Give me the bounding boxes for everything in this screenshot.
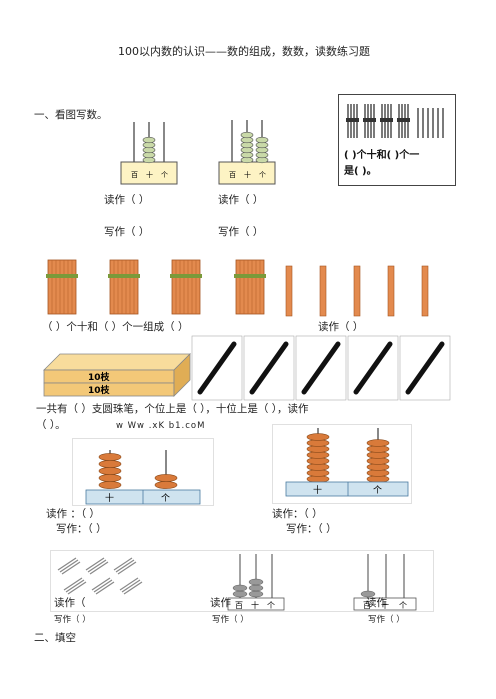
bottom-mid-write-blank[interactable]: 写作（ ） bbox=[212, 615, 249, 625]
abacus2-label-tens: 十 bbox=[244, 170, 251, 179]
bottom-mid-read-blank[interactable]: 读作 bbox=[210, 597, 231, 609]
box-label-2: 10枝 bbox=[88, 384, 111, 396]
bottom-right-read-blank[interactable]: 读作 bbox=[366, 597, 387, 609]
abacus-right-write-blank[interactable]: 写作：（ ） bbox=[286, 523, 337, 535]
abacus-left-label-tens: 十 bbox=[105, 492, 114, 504]
bottom-right-label-hundreds: 百 bbox=[363, 601, 371, 610]
pens-question-line1: 一共有（ ）支圆珠笔，个位上是（ ），十位上是（ ），读作 bbox=[36, 403, 309, 415]
read-blank-2[interactable]: 读作（ ） bbox=[218, 194, 264, 206]
read-blank-1[interactable]: 读作（ ） bbox=[104, 194, 150, 206]
section-heading-1: 一、看图写数。 bbox=[34, 109, 108, 121]
bottom-mid-label-ones: 个 bbox=[267, 601, 275, 610]
pens-question-line2[interactable]: （ ）。 bbox=[36, 419, 66, 431]
pens-picture: 10枝 10枝 bbox=[43, 335, 451, 401]
write-blank-1[interactable]: 写作（ ） bbox=[104, 226, 150, 238]
bottom-mid-label-tens: 十 bbox=[251, 600, 259, 610]
section-heading-2: 二、填空 bbox=[34, 632, 76, 644]
bottom-right-write-blank[interactable]: 写作（ ） bbox=[368, 615, 405, 625]
bottom-mid-label-hundreds: 百 bbox=[235, 601, 243, 610]
abacus1-label-hundreds: 百 bbox=[131, 171, 138, 179]
abacus-picture-2: 百 十 个 bbox=[218, 120, 276, 185]
abacus-right: 十 个 bbox=[272, 424, 412, 504]
stick-bundles-panel: ( )个十和( )个一 是( )。 bbox=[338, 94, 456, 186]
bottom-left-read-blank[interactable]: 读作（ bbox=[54, 597, 86, 609]
box-label-1: 10枝 bbox=[88, 371, 111, 383]
abacus-left-write-blank[interactable]: 写作：（ ） bbox=[56, 523, 107, 535]
bottom-left-write-blank[interactable]: 写作（ ） bbox=[54, 615, 91, 625]
abacus-left-read-blank[interactable]: 读作 ：（ ） bbox=[46, 508, 100, 520]
abacus-left-label-ones: 个 bbox=[161, 493, 170, 504]
abacus2-label-hundreds: 百 bbox=[229, 171, 236, 179]
abacus-right-label-tens: 十 bbox=[313, 484, 322, 496]
bottom-right-label-ones: 个 bbox=[399, 601, 407, 610]
sticks-picture bbox=[46, 259, 429, 317]
sticks-read-blank[interactable]: 读作（ ） bbox=[318, 321, 364, 333]
abacus1-label-ones: 个 bbox=[161, 171, 168, 179]
abacus-right-label-ones: 个 bbox=[373, 485, 382, 496]
write-blank-2[interactable]: 写作（ ） bbox=[218, 226, 264, 238]
bottom-pictures: 百 十 个 百 十 个 bbox=[50, 550, 434, 612]
abacus-left: 十 个 bbox=[72, 438, 214, 506]
panel-text-line1: ( )个十和( )个一 bbox=[344, 148, 419, 161]
tens-ones-compose-blanks[interactable]: （ ）个十和（ ）个一组成（ ） bbox=[42, 321, 189, 333]
abacus2-label-ones: 个 bbox=[259, 171, 266, 179]
abacus-picture-1: 百 十 个 bbox=[120, 122, 178, 185]
watermark-text: w Ww .xK b1.coM bbox=[116, 421, 206, 431]
abacus-right-read-blank[interactable]: 读作：（ ） bbox=[272, 508, 323, 520]
abacus1-label-tens: 十 bbox=[146, 170, 153, 179]
page-title: 100以内数的认识——数的组成，数数，读数练习题 bbox=[118, 45, 370, 58]
panel-text-line2: 是( )。 bbox=[343, 165, 377, 177]
bottom-right-label-tens: 十 bbox=[381, 600, 389, 610]
